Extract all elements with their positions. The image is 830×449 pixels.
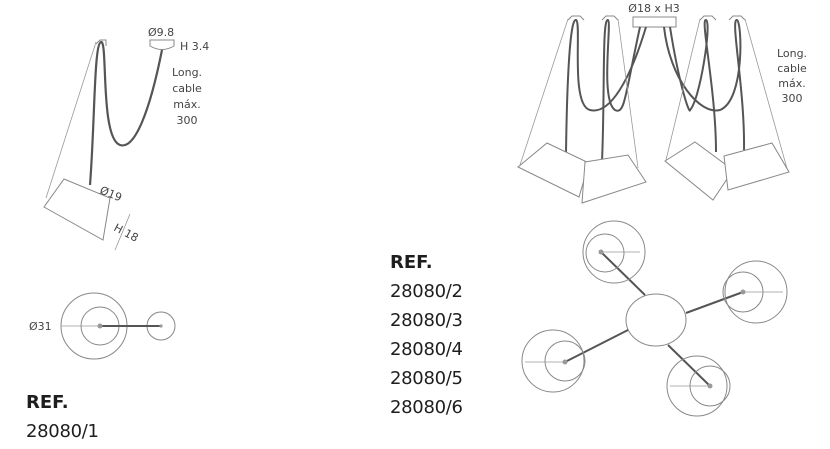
canopy-icon bbox=[632, 16, 677, 28]
ref-code: 28080/2 bbox=[390, 281, 463, 302]
canopy-height-label: H 3.4 bbox=[180, 40, 209, 53]
shade-icon bbox=[517, 141, 790, 204]
ref-code: 28080/4 bbox=[390, 339, 463, 360]
ref-code: 28080/6 bbox=[390, 397, 463, 418]
cable-note-line: cable bbox=[777, 62, 807, 75]
ref-code: 28080/5 bbox=[390, 368, 463, 389]
ref-label: REF. bbox=[26, 392, 69, 413]
ref-block-single: REF. 28080/1 bbox=[26, 388, 99, 446]
cable-note-line: 300 bbox=[177, 114, 198, 127]
cable-note-line: Long. bbox=[172, 66, 202, 79]
cable-note-line: 300 bbox=[782, 92, 803, 105]
cable-icon bbox=[565, 18, 746, 163]
cable-note-line: máx. bbox=[778, 77, 805, 90]
cable-note-line: Long. bbox=[777, 47, 807, 60]
multi-pendant-plan bbox=[521, 220, 788, 417]
shade-height-label: H 18 bbox=[112, 221, 141, 245]
plan-diameter-label: Ø31 bbox=[29, 320, 52, 333]
single-pendant-plan: Ø31 bbox=[29, 292, 176, 360]
canopy-diameter-label: Ø9.8 bbox=[148, 26, 174, 39]
cable-icon bbox=[88, 40, 164, 186]
ref-label: REF. bbox=[390, 252, 433, 273]
cable-note-line: cable bbox=[172, 82, 202, 95]
ref-code: 28080/3 bbox=[390, 310, 463, 331]
ref-code: 28080/1 bbox=[26, 421, 99, 442]
single-pendant-elevation: Ø19 H 18 Ø9.8 H 3.4 Long. cable máx. 300 bbox=[43, 26, 209, 251]
cable-note-line: máx. bbox=[173, 98, 200, 111]
canopy-icon bbox=[149, 39, 175, 50]
shade-icon bbox=[43, 178, 111, 241]
canopy-dimensions-label: Ø18 x H3 bbox=[628, 2, 679, 15]
ref-block-multi: REF. 28080/2 28080/3 28080/4 28080/5 280… bbox=[390, 248, 463, 422]
multi-pendant-elevation: Ø18 x H3 Long. cable bbox=[517, 2, 807, 204]
